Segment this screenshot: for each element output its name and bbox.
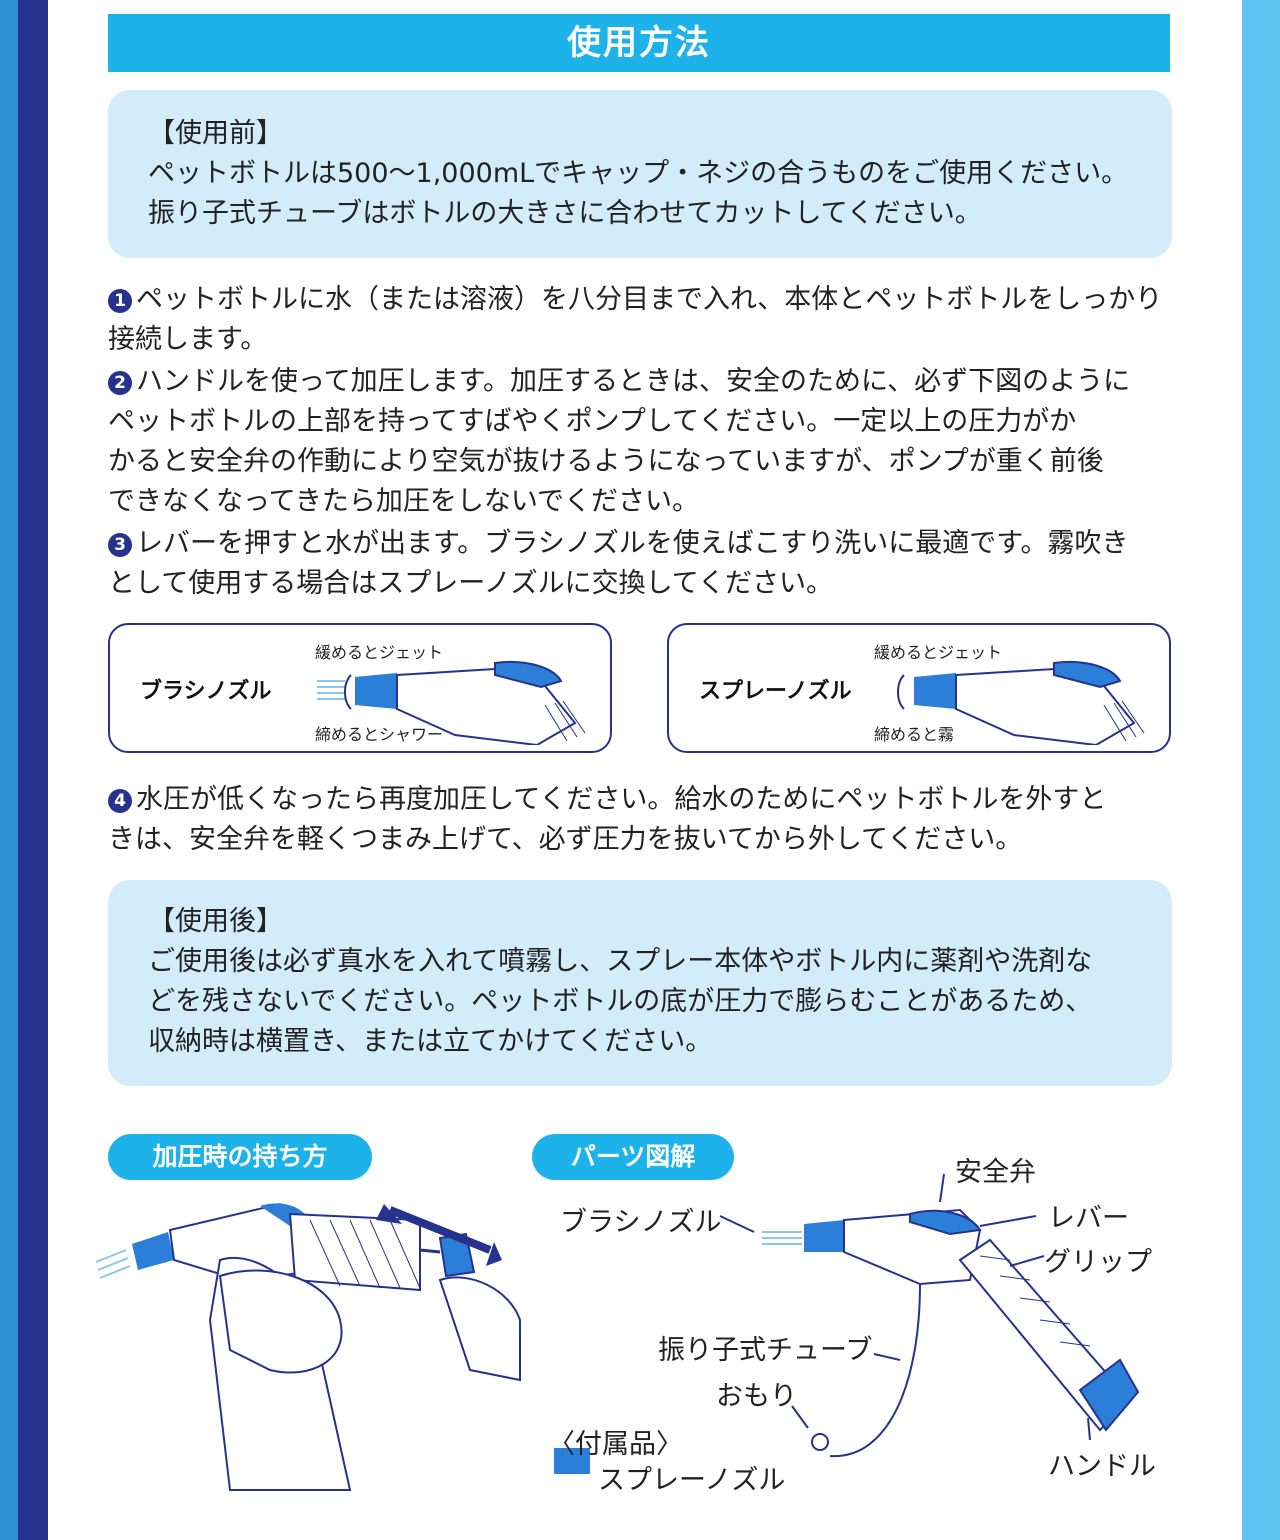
step-text: ペットボトルの上部を持ってすばやくポンプしてください。一定以上の圧力がか (108, 406, 1077, 437)
accessory-heading: 〈付属品〉 (548, 1429, 683, 1460)
before-use-panel: 【使用前】 ペットボトルは500〜1,000mLでキャップ・ネジの合うものをご使… (108, 90, 1172, 258)
loosen-label: 緩めるとジェット (315, 643, 444, 662)
handle-label: ハンドル (1048, 1451, 1156, 1482)
parts-diagram-heading: パーツ図解 (532, 1134, 734, 1180)
safety-valve-label: 安全弁 (955, 1157, 1036, 1188)
brush-nozzle-illustration (317, 661, 586, 745)
grip-label: グリップ (1044, 1247, 1152, 1278)
step-text: 水圧が低くなったら再度加圧してください。給水のためにペットボトルを外すと (136, 784, 1107, 815)
step-number-badge: 3 (108, 533, 132, 557)
step-text: かると安全弁の作動により空気が抜けるようになっていますが、ポンプが重く前後 (108, 446, 1104, 477)
step-number-badge: 4 (108, 789, 132, 813)
before-use-heading: 【使用前】 (148, 118, 283, 149)
brush-nozzle-label: ブラシノズル (560, 1207, 722, 1238)
loosen-label: 緩めるとジェット (874, 643, 1003, 662)
step-number-badge: 2 (108, 371, 132, 395)
brush-nozzle-card: ブラシノズル 緩めるとジェット 締めるとシャワー (108, 623, 612, 753)
holding-illustration (95, 1202, 521, 1491)
step-text: ハンドルを使って加圧します。加圧するときは、安全のために、必ず下図のように (136, 366, 1131, 397)
after-use-line: ご使用後は必ず真水を入れて噴霧し、スプレー本体やボトル内に薬剤や洗剤な (148, 946, 1093, 977)
before-use-line: ペットボトルは500〜1,000mLでキャップ・ネジの合うものをご使用ください。 (148, 158, 1129, 189)
tube-label: 振り子式チューブ (658, 1335, 873, 1366)
nozzle-name: スプレーノズル (699, 679, 852, 704)
right-edge-stripe (1242, 0, 1280, 1540)
step-text: レバーを押すと水が出ます。ブラシノズルを使えばこすり洗いに最適です。霧吹き (136, 528, 1129, 559)
how-to-hold-heading: 加圧時の持ち方 (108, 1134, 372, 1180)
step-text: として使用する場合はスプレーノズルに交換してください。 (108, 568, 833, 599)
before-use-line: 振り子式チューブはボトルの大きさに合わせてカットしてください。 (148, 198, 982, 229)
step-text: できなくなってきたら加圧をしないでください。 (108, 486, 700, 517)
after-use-heading: 【使用後】 (148, 906, 283, 937)
parts-illustration (554, 1173, 1140, 1474)
left-navy-stripe (18, 0, 48, 1540)
nozzle-name: ブラシノズル (140, 679, 272, 704)
left-edge-stripe (0, 0, 18, 1540)
spray-nozzle-card: スプレーノズル 緩めるとジェット 締めると霧 (667, 623, 1171, 753)
after-use-panel: 【使用後】 ご使用後は必ず真水を入れて噴霧し、スプレー本体やボトル内に薬剤や洗剤… (108, 880, 1172, 1086)
after-use-line: どを残さないでください。ペットボトルの底が圧力で膨らむことがあるため、 (148, 986, 1093, 1017)
tighten-label: 締めるとシャワー (315, 725, 444, 744)
step-text: きは、安全弁を軽くつまみ上げて、必ず圧力を抜いてから外してください。 (108, 824, 1023, 855)
step-text: 接続します。 (108, 324, 268, 355)
tighten-label: 締めると霧 (874, 725, 955, 744)
after-use-line: 収納時は横置き、または立てかけてください。 (148, 1026, 713, 1057)
weight-label: おもり (716, 1381, 797, 1412)
spray-nozzle-accessory-label: スプレーノズル (598, 1465, 786, 1496)
step-text: ペットボトルに水（または溶液）を八分目まで入れ、本体とペットボトルをしっかり (136, 284, 1163, 315)
spray-nozzle-illustration (897, 661, 1145, 745)
page-title: 使用方法 (108, 14, 1170, 72)
step-number-badge: 1 (108, 289, 132, 313)
lever-label: レバー (1048, 1203, 1129, 1234)
